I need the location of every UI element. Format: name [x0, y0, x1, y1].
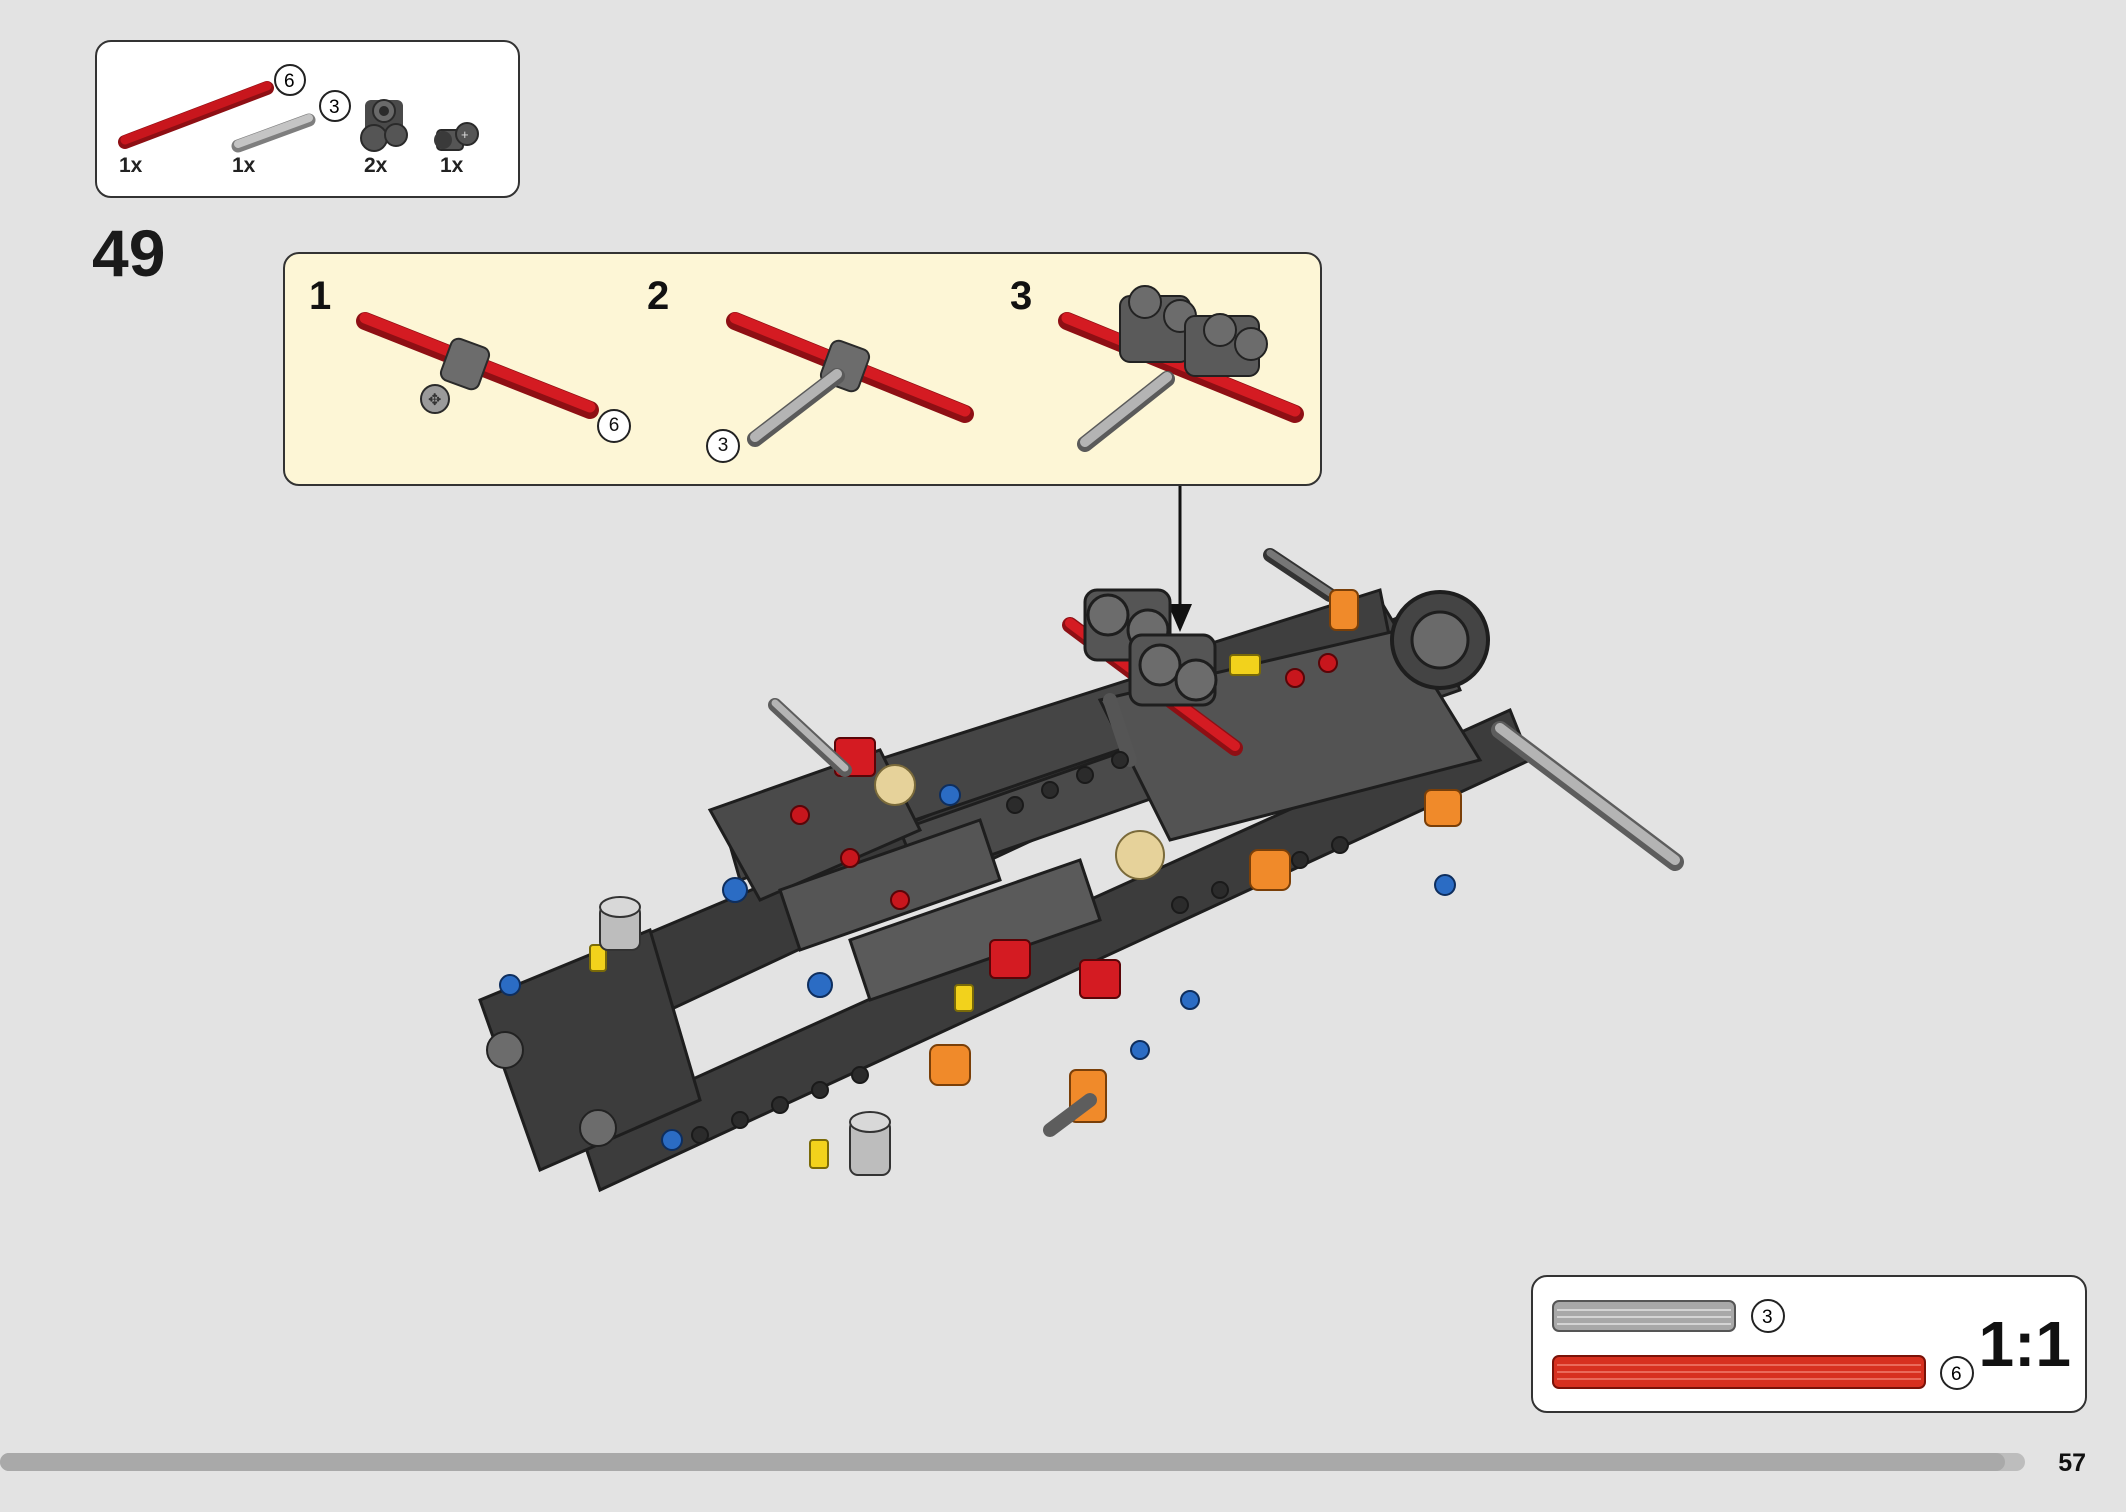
scale-label: 1:1 [1978, 1308, 2072, 1380]
parts-list-art: + 6 3 [118, 64, 479, 153]
sub-step-2-illustration [726, 312, 974, 447]
callout-circle [274, 64, 306, 96]
scale-item-length: 6 [1951, 1364, 1962, 1385]
progress-bar [0, 1453, 2025, 1471]
gray-axle-3-scale-icon [1552, 1300, 1736, 1332]
double-pin-connector-icon [360, 99, 408, 152]
sub-steps-art: ✥ [356, 285, 1304, 452]
scale-reference-art: 3 6 [1552, 1299, 1974, 1390]
part-qty: 1x [119, 154, 143, 177]
step-number: 49 [92, 216, 166, 290]
svg-text:+: + [461, 127, 469, 142]
sub-step-number: 3 [1010, 274, 1033, 318]
red-axle-6-icon [118, 81, 274, 149]
callout-circle [1940, 1356, 1974, 1390]
chassis-model [478, 548, 1684, 1193]
red-axle-6-scale-icon [1552, 1355, 1926, 1389]
callout-circle [319, 90, 351, 122]
new-sub-assembly [1062, 588, 1243, 767]
sub-step-number: 2 [647, 274, 670, 318]
scale-reference-panel: 3 6 1:1 [1531, 1275, 2087, 1413]
sub-step-3-illustration [1058, 285, 1304, 452]
sub-step-1-illustration: ✥ [356, 312, 599, 419]
callout-length: 6 [284, 71, 295, 92]
sub-step-callout: 3 [706, 429, 740, 463]
sub-steps-panel: 1 2 3 ✥ [283, 252, 1322, 486]
part-qty: 1x [232, 154, 256, 177]
scale-item-length: 3 [1762, 1307, 1773, 1328]
arrow-head-icon [1168, 604, 1192, 632]
part-qty: 2x [364, 154, 388, 177]
sub-step-callout: 6 [597, 409, 631, 443]
page-number: 57 [2058, 1449, 2086, 1477]
svg-text:✥: ✥ [428, 392, 441, 409]
gray-axle-3-icon [231, 113, 316, 153]
part-qty: 1x [440, 154, 464, 177]
callout-circle [1751, 1299, 1785, 1333]
parts-list-panel: + 6 3 1x 1x 2x 1x [95, 40, 520, 198]
callout-length: 3 [329, 97, 340, 118]
axle-connector-icon: + [434, 122, 479, 151]
progress-fill [0, 1453, 2005, 1471]
sub-step-number: 1 [309, 274, 332, 318]
